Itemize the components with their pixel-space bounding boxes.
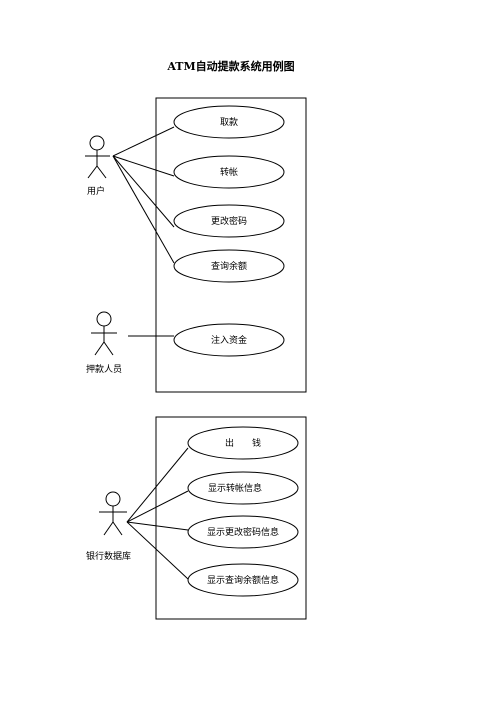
use-case-label: 出 钱: [225, 437, 261, 449]
actor-label: 用户: [87, 185, 105, 197]
use-case-ellipse: [173, 204, 285, 238]
use-case-label: 转帐: [220, 166, 238, 178]
use-case-label: 显示转帐信息: [208, 482, 262, 494]
use-case-ellipse: [187, 563, 299, 597]
stick-figure-icon: [85, 135, 110, 179]
association-line-user-transfer: [112, 155, 175, 177]
stick-figure-icon: [99, 491, 127, 536]
use-case-ellipse: [173, 105, 285, 139]
actor-label: 押款人员: [86, 363, 122, 375]
use-case-label: 更改密码: [211, 215, 247, 227]
actor-cash-guard[interactable]: 押款人员: [86, 311, 122, 375]
association-line-bank-db-dispense: [126, 447, 189, 523]
use-case-show-balance[interactable]: 显示查询余额信息: [187, 563, 299, 597]
actor-bank-db[interactable]: 银行数据库: [86, 491, 131, 562]
use-case-label: 显示查询余额信息: [207, 574, 279, 586]
system-boundary-bank: [155, 416, 307, 620]
use-case-label: 查询余额: [211, 260, 247, 272]
use-case-change-password[interactable]: 更改密码: [173, 204, 285, 238]
association-line-user-change-password: [112, 155, 175, 228]
use-case-show-transfer[interactable]: 显示转帐信息: [187, 471, 299, 505]
diagram-title: ATM自动提款系统用例图: [166, 59, 294, 73]
actor-label: 银行数据库: [86, 550, 131, 562]
use-case-ellipse: [187, 426, 299, 460]
use-case-ellipse: [173, 249, 285, 283]
association-line-bank-db-show-balance: [126, 521, 189, 580]
system-boundary-atm: [155, 97, 307, 393]
use-case-transfer[interactable]: 转帐: [173, 155, 285, 189]
association-line-bank-db-show-transfer: [126, 490, 189, 523]
association-line-user-withdraw: [112, 126, 175, 157]
use-case-ellipse: [187, 471, 299, 505]
use-case-ellipse: [187, 515, 299, 549]
use-case-query-balance[interactable]: 查询余额: [173, 249, 285, 283]
association-line-bank-db-show-password: [126, 521, 189, 531]
association-line-user-query-balance: [112, 155, 175, 264]
associations-atm: [112, 126, 175, 337]
use-case-label: 注入资金: [211, 334, 247, 346]
associations-bank: [126, 447, 189, 580]
use-case-withdraw[interactable]: 取款: [173, 105, 285, 139]
use-case-ellipse: [173, 155, 285, 189]
use-case-ellipse: [173, 323, 285, 357]
use-case-deposit-funds[interactable]: 注入资金: [173, 323, 285, 357]
actor-user[interactable]: 用户: [85, 135, 110, 197]
use-case-label: 显示更改密码信息: [207, 526, 279, 538]
use-case-label: 取款: [220, 116, 238, 128]
use-case-show-password[interactable]: 显示更改密码信息: [187, 515, 299, 549]
stick-figure-icon: [91, 311, 117, 356]
use-case-dispense[interactable]: 出 钱: [187, 426, 299, 460]
